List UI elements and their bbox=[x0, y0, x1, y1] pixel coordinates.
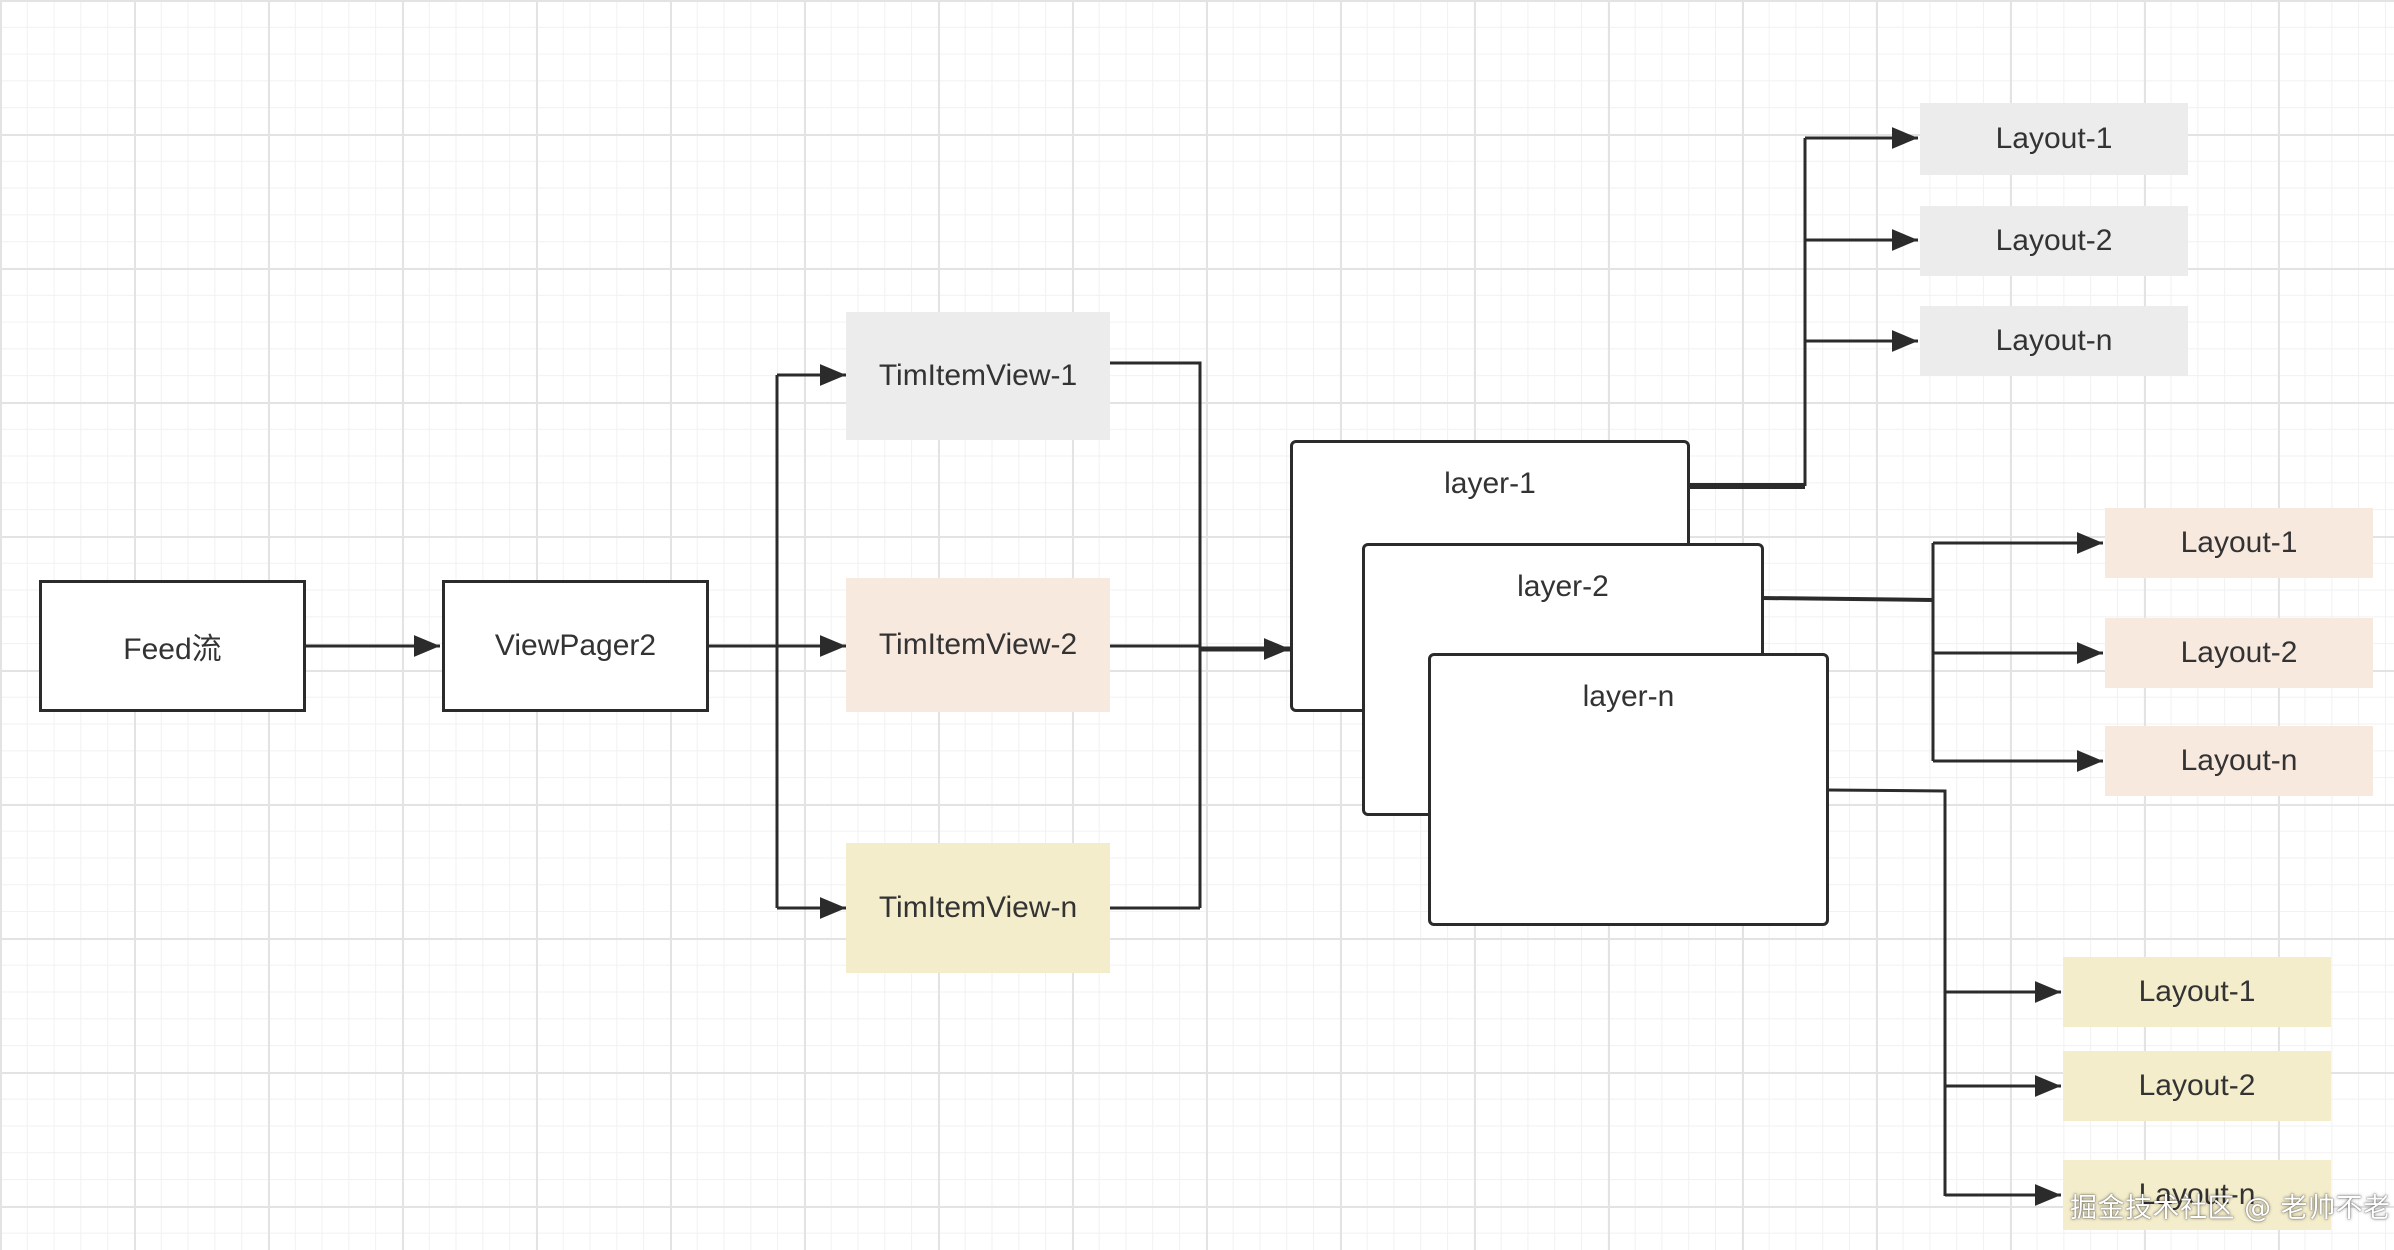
layer-n-label: layer-n bbox=[1582, 680, 1675, 713]
gray-layout-2-label: Layout-2 bbox=[1995, 224, 2113, 257]
peach-layout-n-node: Layout-n bbox=[2105, 726, 2373, 796]
yellow-layout-1-node: Layout-1 bbox=[2063, 957, 2331, 1027]
yellow-layout-n-label: Layout-n bbox=[2138, 1178, 2256, 1211]
connector-layer2-out bbox=[1761, 596, 1934, 602]
viewpager-label: ViewPager2 bbox=[494, 629, 657, 662]
item-view-n-label: TimItemView-n bbox=[878, 891, 1078, 924]
yellow-layout-1-label: Layout-1 bbox=[2138, 975, 2256, 1008]
feed-label: Feed流 bbox=[123, 633, 222, 666]
yellow-layout-n-node: Layout-n bbox=[2063, 1160, 2331, 1230]
item-view-n-node: TimItemView-n bbox=[846, 843, 1110, 973]
connector-itemview-1-out bbox=[1110, 361, 1202, 908]
yellow-layout-2-label: Layout-2 bbox=[2138, 1069, 2256, 1102]
gray-layout-1-node: Layout-1 bbox=[1920, 103, 2188, 175]
layer-1-label: layer-1 bbox=[1444, 467, 1536, 500]
connector-layern-out bbox=[1827, 788, 1947, 1196]
watermark-text: 掘金技术社区 @ 老帅不老 bbox=[2070, 1193, 2391, 1224]
gray-layout-n-node: Layout-n bbox=[1920, 306, 2188, 376]
item-view-2-node: TimItemView-2 bbox=[846, 578, 1110, 712]
peach-layout-n-label: Layout-n bbox=[2180, 744, 2298, 777]
yellow-layout-2-node: Layout-2 bbox=[2063, 1051, 2331, 1121]
layer-2-label: layer-2 bbox=[1517, 570, 1609, 603]
gray-layout-2-node: Layout-2 bbox=[1920, 206, 2188, 276]
peach-layout-1-label: Layout-1 bbox=[2180, 526, 2298, 559]
layer-n-node: layer-n bbox=[1428, 653, 1829, 926]
peach-layout-1-node: Layout-1 bbox=[2105, 508, 2373, 578]
item-view-1-node: TimItemView-1 bbox=[846, 312, 1110, 440]
viewpager-node: ViewPager2 bbox=[442, 580, 709, 712]
peach-layout-2-label: Layout-2 bbox=[2180, 636, 2298, 669]
gray-layout-n-label: Layout-n bbox=[1995, 324, 2113, 357]
item-view-2-label: TimItemView-2 bbox=[878, 628, 1078, 661]
item-view-1-label: TimItemView-1 bbox=[878, 359, 1078, 392]
feed-node: Feed流 bbox=[39, 580, 306, 712]
gray-layout-1-label: Layout-1 bbox=[1995, 122, 2113, 155]
peach-layout-2-node: Layout-2 bbox=[2105, 618, 2373, 688]
